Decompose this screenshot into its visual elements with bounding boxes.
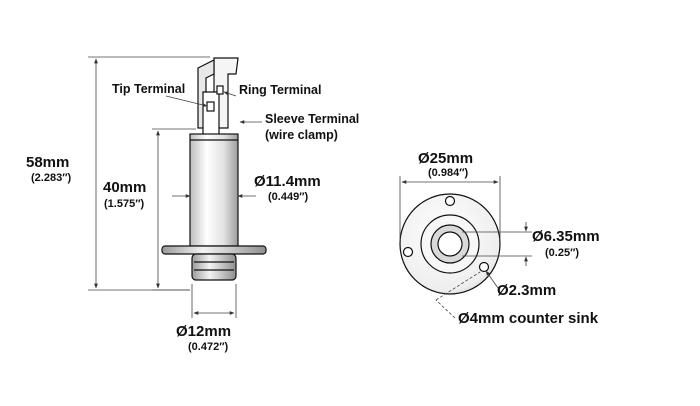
tip-terminal-leader	[165, 95, 208, 107]
dimension-plate-diameter	[399, 176, 501, 240]
barrel-diameter-inch-label: (0.449″)	[268, 191, 308, 203]
jack-barrel	[189, 133, 239, 247]
jack-side-view	[161, 57, 267, 281]
ring-terminal-hole	[216, 85, 224, 95]
barrel-diameter-label: Ø11.4mm	[254, 173, 321, 190]
nut-diameter-inch-label: (0.472″)	[188, 341, 228, 353]
hole-diameter-label: Ø2.3mm	[497, 282, 556, 299]
tip-terminal-hole	[206, 101, 215, 112]
barrel-length-label: 40mm	[103, 179, 146, 196]
jack-nut	[191, 253, 237, 281]
socket-diameter-label: Ø6.35mm	[532, 228, 600, 245]
ring-terminal-label: Ring Terminal	[239, 83, 321, 97]
counter-sink-label: Ø4mm counter sink	[458, 310, 599, 327]
socket-diameter-inch-label: (0.25″)	[545, 247, 579, 259]
hole-diameter-leader	[485, 270, 499, 289]
ring-terminal-leader	[223, 91, 237, 97]
dimension-nut-diameter	[191, 284, 237, 318]
overall-length-inch-label: (2.283″)	[31, 172, 71, 184]
jack-flange	[161, 245, 267, 255]
dimension-barrel-length	[152, 128, 196, 291]
screw-hole-top	[444, 195, 456, 207]
socket-hole	[437, 231, 463, 257]
tip-terminal-shape	[202, 91, 220, 137]
screw-hole-left	[402, 246, 414, 258]
overall-length-label: 58mm	[26, 154, 69, 171]
terminals	[197, 57, 239, 137]
plate-diameter-label: Ø25mm	[418, 150, 473, 167]
dimension-socket-diameter	[462, 222, 532, 266]
plate-diameter-inch-label: (0.984″)	[428, 167, 468, 179]
counter-sink-leader	[435, 299, 456, 319]
sleeve-terminal-label: Sleeve Terminal	[265, 112, 359, 126]
nut-diameter-label: Ø12mm	[176, 323, 231, 340]
screw-hole-right	[478, 261, 490, 273]
tip-terminal-label: Tip Terminal	[112, 82, 185, 96]
sleeve-terminal-note: (wire clamp)	[265, 128, 338, 142]
barrel-length-inch-label: (1.575″)	[104, 198, 144, 210]
jack-front-view	[399, 193, 501, 295]
